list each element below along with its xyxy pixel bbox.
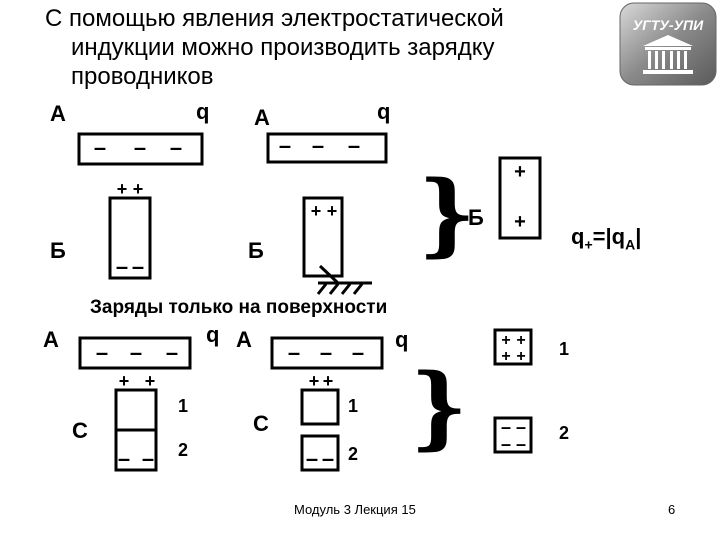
page-number: 6	[668, 502, 676, 517]
label-b: Б	[50, 238, 66, 263]
plate-a-2	[266, 132, 388, 164]
footer-title: Модуль 3 Лекция 15	[294, 502, 416, 517]
charge-minus: –	[516, 417, 526, 437]
charge-minus: –	[516, 434, 526, 454]
label-1: 1	[348, 396, 359, 416]
charge-plus: +	[119, 371, 130, 391]
charge-minus: –	[279, 133, 291, 158]
brace-2: }	[410, 354, 468, 460]
conductor-b-1	[108, 196, 152, 280]
ground-icon	[316, 264, 372, 295]
surface-charges-caption: Заряды только на поверхности	[90, 297, 388, 318]
label-a: А	[236, 327, 252, 352]
conductor-c-1-part-1	[114, 388, 158, 432]
label-b: Б	[468, 205, 484, 230]
charge-minus: –	[130, 340, 142, 365]
title-line-3: проводников	[71, 63, 214, 90]
charge-plus: +	[309, 371, 320, 391]
brace-1: }	[418, 161, 476, 267]
result-piece-1	[493, 328, 533, 366]
title-line-2: индукции можно производить зарядку	[71, 34, 495, 61]
label-2: 2	[559, 423, 570, 443]
label-2: 2	[348, 444, 359, 464]
conductor-c-1-part-2	[114, 428, 158, 472]
charge-plus: +	[323, 371, 334, 391]
plate-a-3	[78, 336, 192, 370]
charge-plus: +	[516, 348, 525, 365]
charge-plus: +	[311, 201, 322, 221]
charge-minus: –	[170, 135, 182, 160]
slide-title: С помощью явления электростатической инд…	[45, 4, 605, 91]
charge-minus: –	[501, 434, 511, 454]
university-logo: УГТУ-УПИ	[619, 2, 717, 86]
title-line-1: С помощью явления электростатической	[45, 5, 504, 32]
charge-minus: –	[94, 135, 106, 160]
charge-minus: –	[312, 133, 324, 158]
charge-minus: –	[322, 446, 334, 471]
label-a: А	[50, 101, 66, 126]
charge-plus: +	[501, 332, 510, 349]
label-a: А	[43, 327, 59, 352]
charge-plus: +	[145, 371, 156, 391]
charge-minus: –	[288, 340, 300, 365]
label-1: 1	[178, 396, 189, 416]
conductor-b-result	[498, 156, 542, 240]
label-q: q	[206, 322, 220, 347]
label-b: Б	[248, 238, 264, 263]
charge-plus: +	[516, 332, 525, 349]
charge-plus: +	[501, 348, 510, 365]
charge-minus: –	[134, 135, 146, 160]
label-q: q	[196, 99, 210, 124]
logo-roof-icon	[643, 35, 693, 46]
conductor-b-2	[302, 196, 344, 278]
label-1: 1	[559, 339, 570, 359]
charge-minus: –	[96, 340, 108, 365]
conductor-c-2-part-2	[300, 434, 340, 472]
charge-plus: +	[327, 201, 338, 221]
charge-minus: –	[348, 133, 360, 158]
plate-a-1	[77, 132, 204, 166]
label-a: А	[254, 105, 270, 130]
charge-plus: +	[133, 179, 144, 199]
charge-minus: –	[166, 340, 178, 365]
charge-minus: –	[352, 340, 364, 365]
charge-plus: +	[514, 211, 526, 233]
charge-minus: –	[142, 446, 154, 471]
charge-minus: –	[118, 446, 130, 471]
charge-formula: q+=|qA|	[571, 224, 642, 253]
charge-minus: –	[132, 254, 144, 279]
charge-minus: –	[116, 254, 128, 279]
charge-plus: +	[117, 179, 128, 199]
charge-minus: –	[320, 340, 332, 365]
label-c: С	[253, 411, 269, 436]
label-c: С	[72, 418, 88, 443]
conductor-c-2-part-1	[300, 388, 340, 426]
logo-text: УГТУ-УПИ	[633, 17, 704, 33]
plate-a-4	[270, 336, 384, 370]
result-piece-2	[493, 416, 533, 454]
label-q: q	[395, 327, 409, 352]
label-q: q	[377, 99, 391, 124]
label-2: 2	[178, 440, 189, 460]
charge-minus: –	[501, 417, 511, 437]
charge-plus: +	[514, 161, 526, 183]
charge-minus: –	[306, 446, 318, 471]
